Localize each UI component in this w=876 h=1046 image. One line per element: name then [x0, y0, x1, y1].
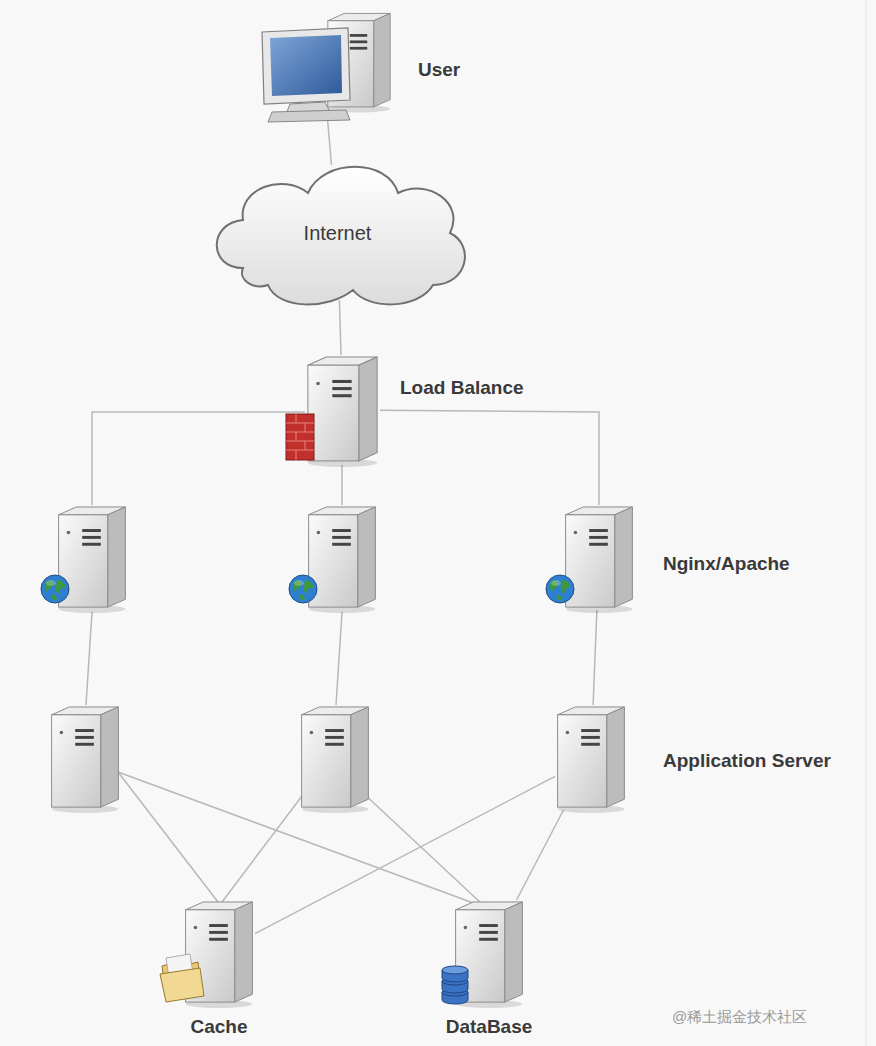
- globe-icon: [289, 575, 317, 603]
- server-icon: [566, 507, 633, 613]
- layout-wires: [86, 412, 482, 904]
- cloud-node: Internet: [215, 165, 460, 300]
- server-icon: [302, 707, 369, 813]
- globe-icon: [546, 575, 574, 603]
- node-label: Internet: [304, 221, 372, 245]
- node-label: Load Balance: [400, 377, 524, 400]
- server-icon: [309, 507, 376, 613]
- server-icon: [59, 507, 126, 613]
- node-label: Nginx/Apache: [663, 553, 790, 576]
- server-node: Nginx/Apache: [563, 505, 635, 610]
- server-node: DataBase: [453, 900, 525, 1005]
- wire: [86, 612, 92, 705]
- server-node: Load Balance: [305, 355, 380, 465]
- wire: [222, 792, 305, 902]
- wire: [118, 772, 218, 902]
- connector: [593, 610, 597, 705]
- node-label: DataBase: [446, 1016, 533, 1039]
- firewall-icon: [286, 414, 314, 460]
- server-icon: [308, 357, 377, 467]
- wire: [92, 412, 305, 505]
- node-label: Application Server: [663, 750, 831, 773]
- server-node: Cache: [183, 900, 255, 1005]
- node-label: User: [418, 59, 460, 82]
- connector: [517, 810, 564, 900]
- database-icon: [442, 966, 468, 1004]
- folder-icon: [160, 954, 204, 1002]
- connector: [339, 300, 341, 355]
- wire: [336, 612, 342, 705]
- server-icon: [52, 707, 119, 813]
- server-icon: [558, 707, 625, 813]
- wire: [362, 792, 482, 904]
- internet-cloud: [217, 167, 465, 305]
- edge-rule: [866, 0, 867, 1046]
- watermark: @稀土掘金技术社区: [672, 1008, 807, 1027]
- wire: [341, 465, 343, 505]
- connector: [380, 410, 599, 505]
- globe-icon: [41, 575, 69, 603]
- user-node: User: [255, 5, 390, 120]
- server-node: Application Server: [555, 705, 627, 810]
- monitor-icon: [262, 28, 350, 122]
- connector: [328, 120, 332, 165]
- wire: [118, 772, 476, 904]
- node-label: Cache: [190, 1016, 247, 1039]
